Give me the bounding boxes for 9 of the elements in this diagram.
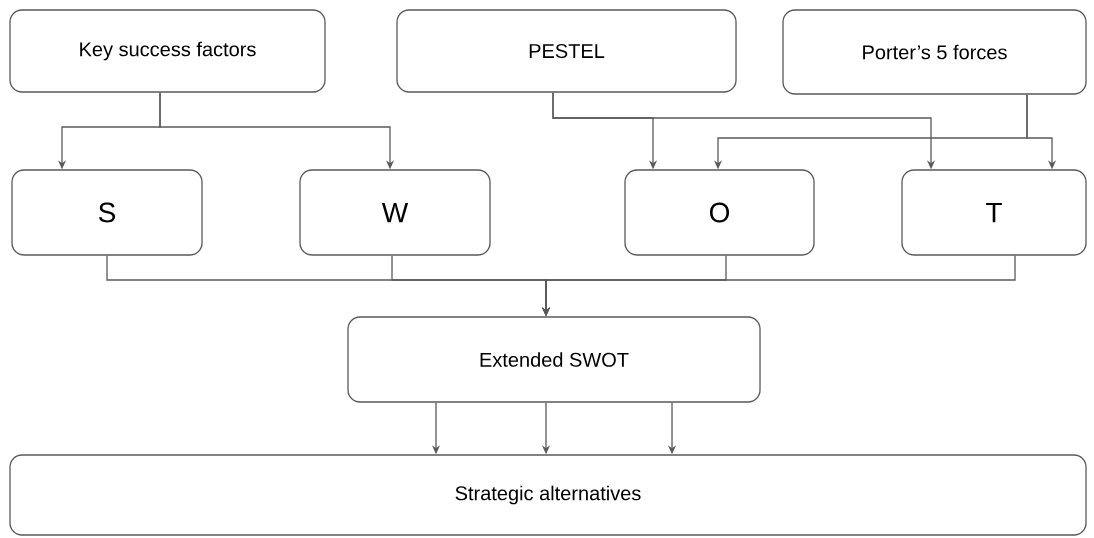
process-box: W [299, 169, 491, 256]
process-box: PESTEL [396, 9, 737, 93]
process-box: Strategic alternatives [9, 454, 1087, 536]
process-box: S [11, 169, 203, 256]
process-box: T [901, 169, 1087, 256]
process-box: Extended SWOT [347, 316, 761, 403]
process-box: Porter’s 5 forces [782, 9, 1087, 95]
process-box: Key success factors [9, 9, 326, 93]
process-box: O [624, 169, 815, 256]
